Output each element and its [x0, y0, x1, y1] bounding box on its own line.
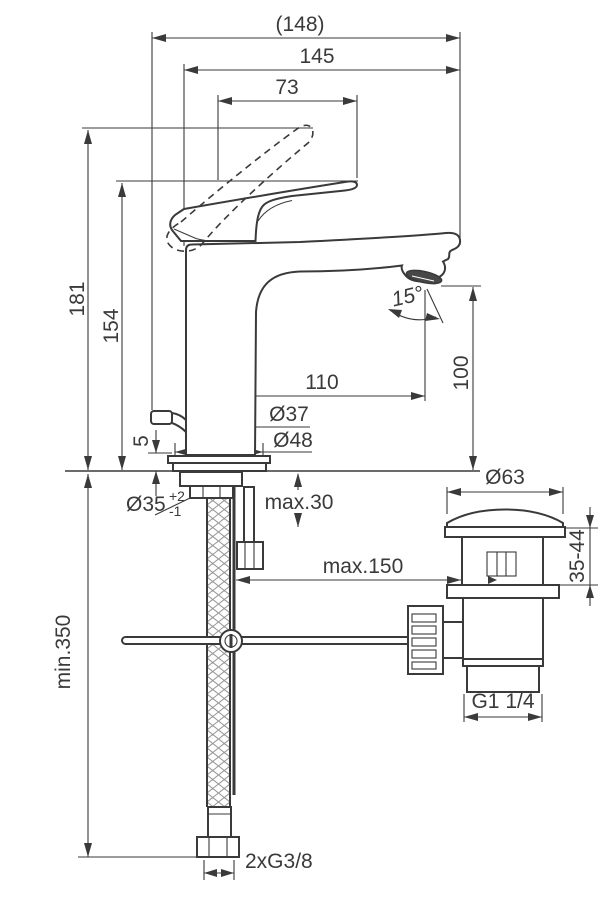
dim-hole-tol-plus: +2: [169, 488, 185, 504]
flex-hose-assembly: [196, 486, 264, 858]
waste-tailpiece: [466, 665, 540, 693]
dim-rod-length: max.150: [236, 555, 461, 584]
dim-deck-thickness-label: max.30: [265, 491, 334, 514]
dim-waste-height-range: 35-44: [566, 507, 594, 606]
dim-hose-length: min.350: [52, 474, 92, 857]
faucet-body: [150, 231, 462, 457]
mounting-nut: [189, 485, 234, 499]
second-hose-stub: [243, 486, 255, 543]
aerator-outlet: [405, 269, 443, 285]
pop-up-waste: [407, 508, 566, 693]
waste-flange: [446, 584, 560, 599]
dim-waste-thread: G1 1/4: [464, 690, 542, 721]
dim-hole-diameter-label: Ø35: [126, 493, 166, 516]
hose-end-nut: [196, 836, 240, 858]
dim-height-raised: 181: [66, 130, 92, 470]
dim-outlet-height: 100: [450, 287, 477, 470]
dim-height-raised-label: 181: [66, 281, 89, 316]
dim-waste-cap-diameter: Ø63: [447, 466, 563, 496]
mounting-washer: [179, 471, 243, 487]
handle-neck-crease: [257, 199, 293, 222]
handle-raised-dashed: [166, 124, 314, 252]
waste-upper-body: [461, 536, 544, 586]
dim-overall-projection-label: (148): [275, 13, 324, 36]
waste-lower-body: [462, 597, 544, 693]
dim-handle-projection-label: 73: [275, 76, 298, 99]
waste-knurled-nut: [407, 605, 464, 675]
dim-spout-reach-label: 110: [305, 371, 338, 394]
dim-waste-cap-diameter-label: Ø63: [485, 466, 525, 489]
pop-up-lever-rod: [121, 629, 411, 653]
dim-rod-length-label: max.150: [323, 555, 404, 578]
hose-ferrule: [207, 806, 232, 838]
dim-base-height: 5: [130, 430, 160, 496]
dim-height-lowered: 154: [100, 183, 126, 470]
dim-hose-threads: 2xG3/8: [204, 850, 313, 877]
dim-overall-projection: (148): [152, 13, 460, 42]
dim-spout-projection: 145: [184, 45, 460, 74]
dim-hose-length-label: min.350: [52, 615, 75, 690]
dim-waste-thread-label: G1 1/4: [471, 690, 534, 713]
dim-spout-projection-label: 145: [299, 45, 334, 68]
dim-waste-height-range-label: 35-44: [566, 529, 589, 583]
side-stub: [150, 410, 187, 433]
dim-height-lowered-label: 154: [100, 308, 123, 343]
dim-hose-threads-label: 2xG3/8: [245, 850, 313, 873]
dim-deck-thickness: max.30: [265, 473, 334, 527]
dim-outlet-height-label: 100: [450, 355, 473, 390]
dim-body-diameter-label: Ø37: [269, 403, 309, 426]
handle-cap-crease: [173, 228, 216, 242]
dim-base-height-label: 5: [130, 435, 153, 447]
second-hose-nut: [236, 541, 264, 570]
base-flange: [167, 455, 271, 499]
dim-hole-diameter: Ø35 +2 -1: [126, 480, 206, 519]
dim-base-diameter-label: Ø48: [273, 429, 313, 452]
dim-handle-projection: 73: [218, 76, 357, 105]
